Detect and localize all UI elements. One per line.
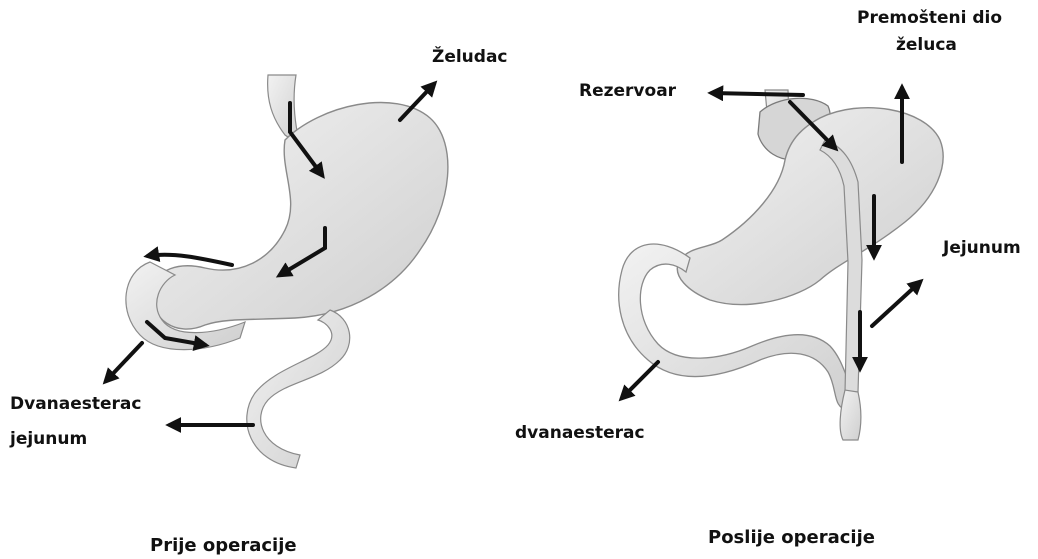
label-pouch: Rezervoar	[579, 82, 676, 102]
pointer-arrow-jejunum	[872, 282, 920, 326]
pointer-arrow-duodenum	[106, 343, 142, 381]
label-duodenum-after: dvanaesterac	[515, 424, 645, 444]
after-lower-jejunum	[840, 390, 861, 440]
pointer-arrow-duodenum	[622, 362, 658, 398]
before-jejunum-coil	[247, 310, 350, 468]
caption-after: Poslije operacije	[708, 528, 875, 549]
pointer-arrow-pouch	[712, 93, 803, 95]
label-duodenum: Dvanaesterac	[10, 395, 141, 415]
after-stomach	[619, 90, 943, 440]
label-stomach: Želudac	[432, 48, 508, 68]
before-stomach-body	[152, 103, 448, 330]
label-bypassed-line2: želuca	[896, 36, 957, 56]
label-jejunum-after: Jejunum	[943, 239, 1021, 259]
caption-before: Prije operacije	[150, 536, 297, 557]
label-jejunum: jejunum	[10, 430, 87, 450]
label-bypassed-line1: Premošteni dio	[857, 9, 1002, 29]
flow-arrow	[148, 255, 232, 265]
